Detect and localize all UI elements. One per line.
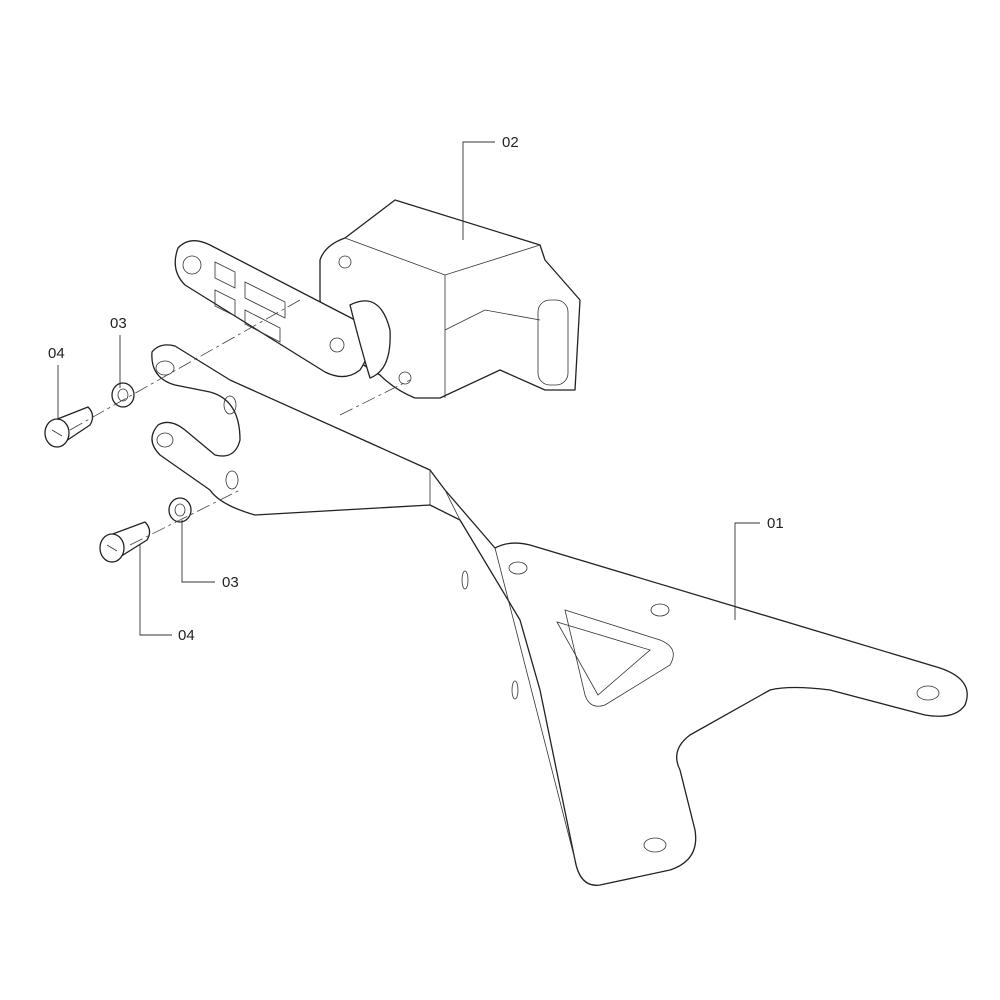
level-sensor — [174, 199, 581, 399]
callout-04-upper: 04 — [48, 345, 65, 362]
callout-02: 02 — [502, 134, 519, 151]
callout-03-upper: 03 — [110, 315, 127, 332]
screw-lower — [99, 521, 151, 563]
callout-03-lower: 03 — [222, 574, 239, 591]
washer-upper — [111, 382, 135, 408]
mounting-bracket — [151, 344, 968, 886]
callout-04-lower: 04 — [178, 627, 195, 644]
washer-lower — [168, 497, 192, 523]
callout-01: 01 — [767, 515, 784, 532]
screw-upper — [44, 406, 94, 448]
